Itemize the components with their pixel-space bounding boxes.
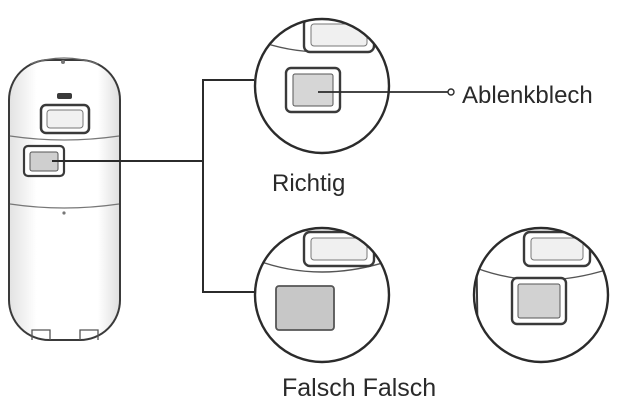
pointer-dot [447, 88, 455, 96]
branch-line [202, 79, 254, 293]
device-body [8, 57, 121, 341]
label-deflector: Ablenkblech [462, 82, 593, 109]
connector-lines [52, 79, 254, 293]
detail-wrong-2 [472, 226, 610, 364]
device-connector [57, 93, 72, 99]
label-correct: Richtig [272, 170, 346, 197]
label-wrong: Falsch Falsch [282, 374, 437, 402]
deflector-wrong-1 [275, 285, 335, 331]
detail-correct [253, 17, 455, 155]
detail-wrong-1 [253, 226, 391, 364]
